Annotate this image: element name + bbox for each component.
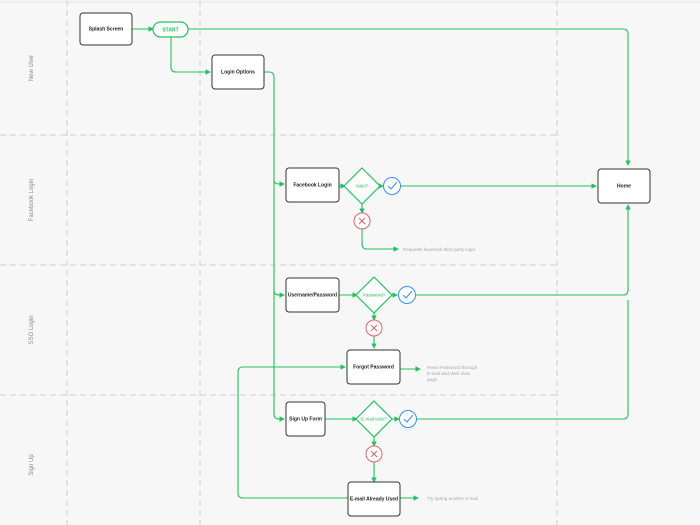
cross-icon bbox=[365, 319, 383, 337]
facebook-request-note: Requests facebook third party login bbox=[403, 247, 475, 252]
decision-valid: Valid? bbox=[343, 167, 381, 205]
node-home: Home bbox=[597, 168, 651, 204]
check-icon bbox=[399, 410, 417, 428]
reset-password-note-line1: Reset Password through bbox=[427, 365, 478, 370]
decision-password-label: Password? bbox=[363, 293, 386, 298]
connector-email-used-forgot bbox=[237, 364, 348, 499]
lane-label-new-user: New User bbox=[29, 55, 35, 81]
node-email-already-used: E-mail Already Used bbox=[347, 481, 401, 517]
decision-valid-label: Valid? bbox=[356, 184, 369, 189]
login-options-label: Login Options bbox=[221, 70, 255, 76]
check-icon bbox=[398, 286, 416, 304]
decision-email-valid: E-mail valid? bbox=[355, 400, 393, 438]
node-forgot-password: Forgot Password bbox=[346, 349, 401, 385]
connector-cross-facebook-note bbox=[361, 229, 399, 252]
node-start: START bbox=[152, 21, 189, 38]
splash-screen-label: Splash Screen bbox=[89, 27, 123, 33]
node-login-options: Login Options bbox=[211, 54, 265, 90]
cross-icon bbox=[365, 445, 383, 463]
sign-up-form-label: Sign Up Form bbox=[289, 417, 322, 423]
connector-email-check-home bbox=[417, 300, 629, 420]
connector-login-facebook bbox=[264, 71, 285, 187]
connector-login-username bbox=[273, 180, 285, 298]
start-label: START bbox=[162, 28, 178, 34]
facebook-login-label: Facebook Login bbox=[293, 183, 331, 189]
forgot-password-label: Forgot Password bbox=[353, 365, 394, 371]
node-splash-screen: Splash Screen bbox=[79, 12, 133, 46]
lane-label-facebook-login: Facebook Login bbox=[29, 179, 35, 222]
reset-password-note-line2: E-mail and Web view bbox=[427, 371, 471, 376]
reset-password-note-line3: page bbox=[427, 377, 438, 382]
node-username-password: Username/Password bbox=[285, 277, 340, 313]
try-another-email-note: Try opting another e-mail bbox=[427, 496, 478, 501]
node-facebook-login: Facebook Login bbox=[285, 167, 340, 203]
check-icon bbox=[383, 177, 401, 195]
connector-password-check-home bbox=[416, 204, 631, 296]
lane-label-sign-up: Sign Up bbox=[29, 454, 35, 476]
home-label: Home bbox=[617, 184, 631, 190]
swimlane-grid bbox=[0, 0, 558, 525]
lane-label-sso-login: SSO Login bbox=[29, 315, 35, 344]
node-sign-up-form: Sign Up Form bbox=[285, 401, 326, 437]
connector-start-login-options bbox=[170, 37, 211, 75]
connector-start-home bbox=[188, 28, 631, 166]
decision-password: Password? bbox=[355, 276, 393, 314]
decision-email-valid-label: E-mail valid? bbox=[361, 417, 388, 422]
email-already-used-label: E-mail Already Used bbox=[350, 497, 398, 503]
connectors bbox=[132, 26, 631, 501]
cross-icon bbox=[353, 212, 371, 230]
connector-login-signup bbox=[273, 290, 285, 422]
username-password-label: Username/Password bbox=[288, 293, 337, 299]
